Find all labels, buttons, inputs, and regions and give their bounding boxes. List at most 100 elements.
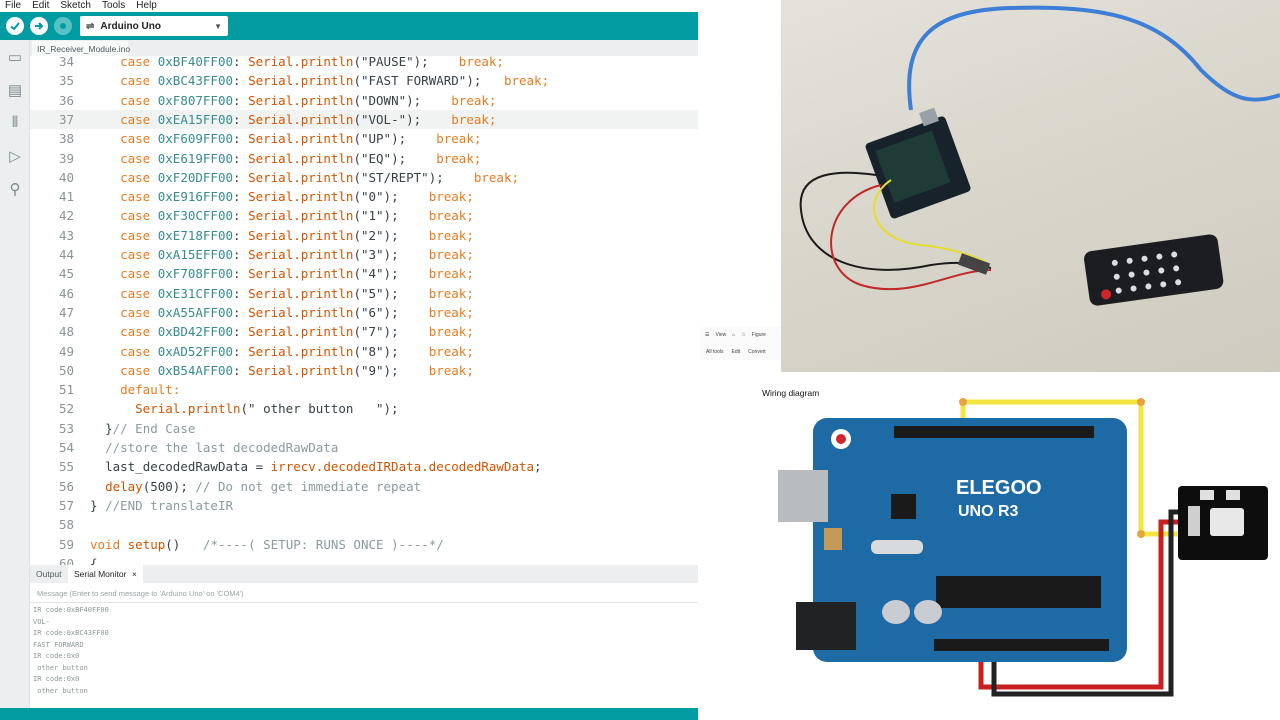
code-line[interactable]: 48 case 0xBD42FF00: Serial.println("7");… — [30, 322, 780, 341]
tab-output[interactable]: Output — [36, 569, 62, 579]
code-line[interactable]: 35 case 0xBC43FF00: Serial.println("FAST… — [30, 71, 780, 90]
code-args: (" other button "); — [240, 401, 399, 417]
code-line[interactable]: 47 case 0xA55AFF00: Serial.println("6");… — [30, 303, 780, 322]
code-line[interactable]: 54 //store the last decodedRawData — [30, 438, 780, 457]
code-value: 0xBC43FF00 — [157, 73, 234, 89]
library-icon[interactable]: ⫴ — [11, 114, 19, 131]
board-selector[interactable]: ⇌ Arduino Uno ▼ — [80, 16, 228, 36]
tab-ir-receiver[interactable]: IR_Receiver_Module.ino — [32, 41, 130, 56]
panel-tabs: Output Serial Monitor × — [30, 565, 698, 583]
code-line[interactable]: 56 delay(500); // Do not get immediate r… — [30, 477, 780, 496]
code-line[interactable]: 51 default: — [30, 380, 780, 399]
code-break: break; — [398, 189, 474, 205]
code-keyword: case — [120, 208, 158, 224]
code-editor[interactable]: 34 case 0xBF40FF00: Serial.println("PAUS… — [30, 56, 780, 565]
code-function: Serial.println — [248, 227, 354, 243]
code-line[interactable]: 34 case 0xBF40FF00: Serial.println("PAUS… — [30, 56, 780, 71]
code-function: Serial.println — [248, 56, 354, 69]
code-keyword: case — [120, 324, 158, 340]
debug-icon[interactable]: ▷ — [9, 147, 21, 165]
line-number: 48 — [58, 324, 74, 340]
code-args: ("VOL-"); — [353, 111, 422, 127]
code-text: { — [90, 555, 98, 565]
convert-label[interactable]: Convert — [748, 349, 766, 355]
code-function: Serial.println — [248, 92, 354, 108]
code-function: Serial.println — [248, 247, 354, 262]
line-number: 47 — [58, 304, 74, 320]
code-line[interactable]: 41 case 0xE916FF00: Serial.println("0");… — [30, 187, 780, 206]
line-number: 41 — [58, 189, 74, 205]
code-indent — [90, 324, 120, 339]
code-indent — [90, 170, 120, 185]
code-value: 0xF20DFF00 — [157, 169, 234, 185]
code-function: delay — [105, 478, 143, 494]
code-line[interactable]: 38 case 0xF609FF00: Serial.println("UP")… — [30, 129, 780, 148]
photo-illustration — [799, 5, 1280, 306]
code-value: 0xE31CFF00 — [157, 285, 234, 301]
code-keyword: case — [120, 150, 158, 166]
code-line[interactable]: 55 last_decodedRawData = irrecv.decodedI… — [30, 457, 780, 476]
view-label[interactable]: View — [715, 332, 727, 338]
close-icon[interactable]: × — [131, 569, 137, 579]
message-input[interactable]: Message (Enter to send message to 'Ardui… — [30, 585, 698, 603]
chevron-down-icon: ▼ — [214, 21, 222, 31]
board-manager-icon[interactable]: ▤ — [7, 81, 23, 99]
code-comment: /*----( SETUP: RUNS ONCE )----*/ — [202, 536, 444, 552]
folder-icon[interactable]: ▭ — [7, 48, 23, 66]
code-comment: //store the last decodedRawData — [105, 440, 339, 455]
code-line[interactable]: 57} //END translateIR — [30, 496, 780, 515]
menu-help[interactable]: Help — [136, 0, 157, 11]
code-line[interactable]: 58 — [30, 515, 780, 534]
webcam-photo — [781, 0, 1280, 372]
code-line[interactable]: 40 case 0xF20DFF00: Serial.println("ST/R… — [30, 168, 780, 187]
code-line[interactable]: 45 case 0xF708FF00: Serial.println("4");… — [30, 264, 780, 283]
code-line[interactable]: 43 case 0xE718FF00: Serial.println("2");… — [30, 226, 780, 245]
code-line[interactable]: 49 case 0xAD52FF00: Serial.println("8");… — [30, 342, 780, 361]
verify-button[interactable] — [6, 17, 24, 35]
code-args: ("2"); — [353, 227, 399, 243]
menu-tools[interactable]: Tools — [101, 0, 126, 11]
menu-edit[interactable]: Edit — [32, 0, 50, 11]
code-keyword: case — [120, 362, 158, 378]
code-keyword: case — [120, 189, 158, 205]
all-tools-label[interactable]: All tools — [706, 349, 724, 355]
code-args: ("9"); — [353, 362, 399, 378]
figure-label[interactable]: Figure — [751, 332, 766, 338]
line-number: 59 — [58, 536, 74, 552]
tab-serial-monitor[interactable]: Serial Monitor × — [68, 565, 143, 583]
code-break: break; — [398, 247, 474, 262]
upload-button[interactable] — [30, 17, 48, 35]
code-break: break; — [398, 304, 474, 320]
menu-sketch[interactable]: Sketch — [60, 0, 91, 11]
code-line[interactable]: 36 case 0xF807FF00: Serial.println("DOWN… — [30, 91, 780, 110]
code-line[interactable]: 39 case 0xE619FF00: Serial.println("EQ")… — [30, 149, 780, 168]
code-line[interactable]: 46 case 0xE31CFF00: Serial.println("5");… — [30, 284, 780, 303]
code-function: irrecv.decodedIRData.decodedRawData — [270, 459, 535, 475]
code-line[interactable]: 52 Serial.println(" other button "); — [30, 399, 780, 418]
code-indent — [90, 459, 105, 474]
code-break: break; — [406, 150, 482, 166]
code-line[interactable]: 44 case 0xA15EFF00: Serial.println("3");… — [30, 245, 780, 264]
edit-label[interactable]: Edit — [731, 349, 741, 355]
code-break: break; — [398, 266, 474, 282]
line-number: 37 — [58, 111, 74, 127]
code-value: 0xF807FF00 — [157, 92, 234, 108]
code-function: Serial.println — [248, 169, 354, 185]
debug-button[interactable] — [54, 17, 72, 35]
code-line[interactable]: 37 case 0xEA15FF00: Serial.println("VOL-… — [30, 109, 780, 130]
code-value: 0xEA15FF00 — [157, 111, 234, 127]
line-number: 50 — [58, 362, 74, 378]
code-line[interactable]: 50 case 0xB54AFF00: Serial.println("9");… — [30, 361, 780, 380]
search-icon[interactable]: ⚲ — [9, 180, 21, 198]
code-indent — [90, 401, 135, 416]
line-number: 60 — [58, 555, 74, 565]
code-line[interactable]: 53 }// End Case — [30, 419, 780, 438]
code-line[interactable]: 60 { — [30, 554, 780, 565]
line-number: 57 — [58, 497, 74, 513]
code-keyword: case — [120, 227, 158, 243]
code-line[interactable]: 42 case 0xF30CFF00: Serial.println("1");… — [30, 206, 780, 225]
code-text: last_decodedRawData = — [105, 459, 271, 475]
menu-file[interactable]: File — [5, 0, 22, 11]
